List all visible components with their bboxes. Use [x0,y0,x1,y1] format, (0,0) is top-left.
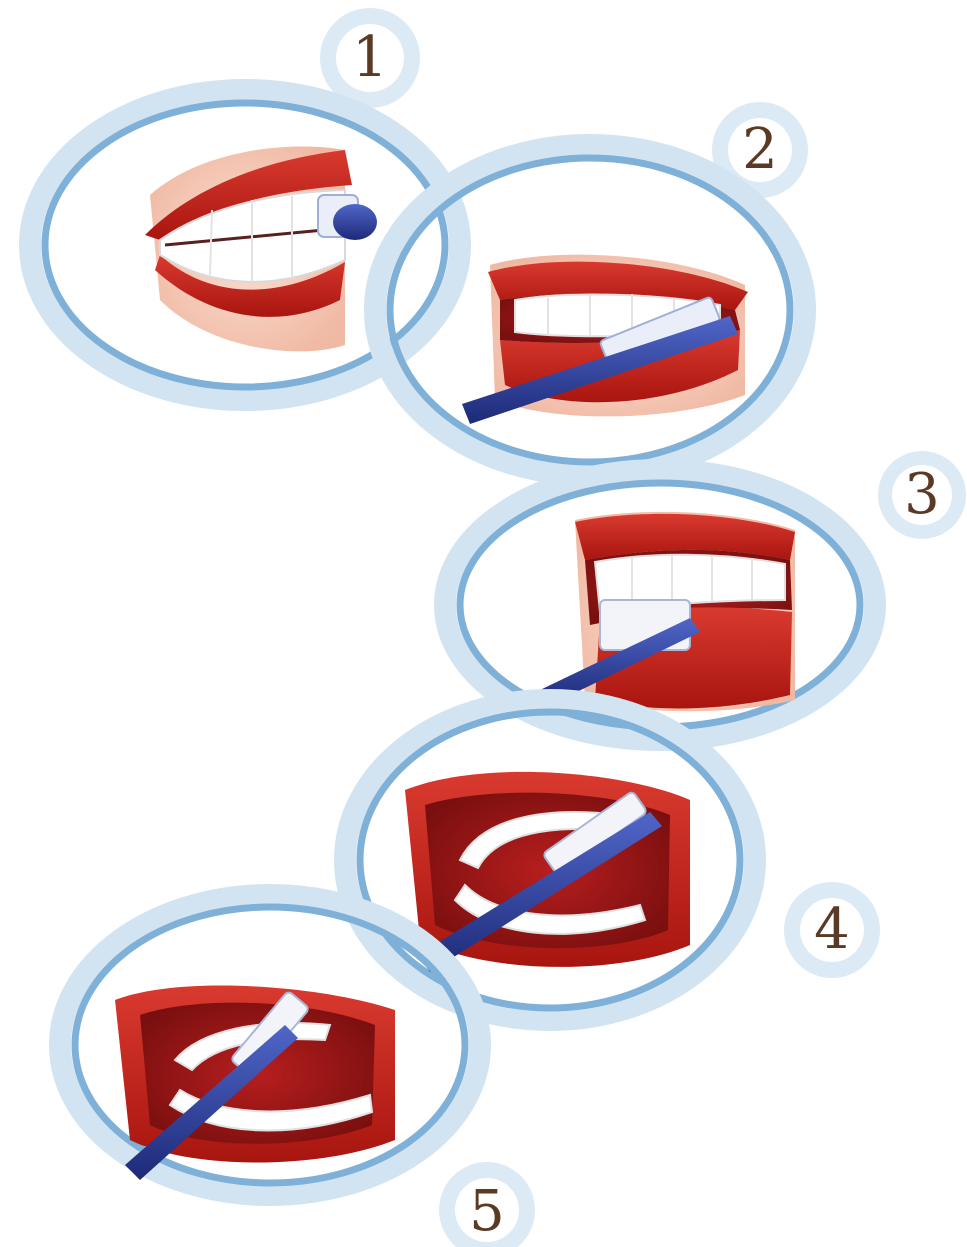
step-4: 4 [345,700,880,1020]
step-2-number: 2 [742,117,778,182]
step-1-number: 1 [352,25,388,90]
step-5-number: 5 [469,1179,505,1244]
step-3-number: 3 [904,462,940,527]
step-4-number: 4 [814,897,850,962]
mouth-lower-teeth-brushing-icon [540,512,795,711]
mouth-outer-side-brushing-icon [462,255,748,424]
mouth-outer-front-brushing-icon [145,146,377,351]
mouth-inner-lower-brushing-icon [115,986,395,1180]
mouth-inner-upper-brushing-icon [405,772,690,972]
